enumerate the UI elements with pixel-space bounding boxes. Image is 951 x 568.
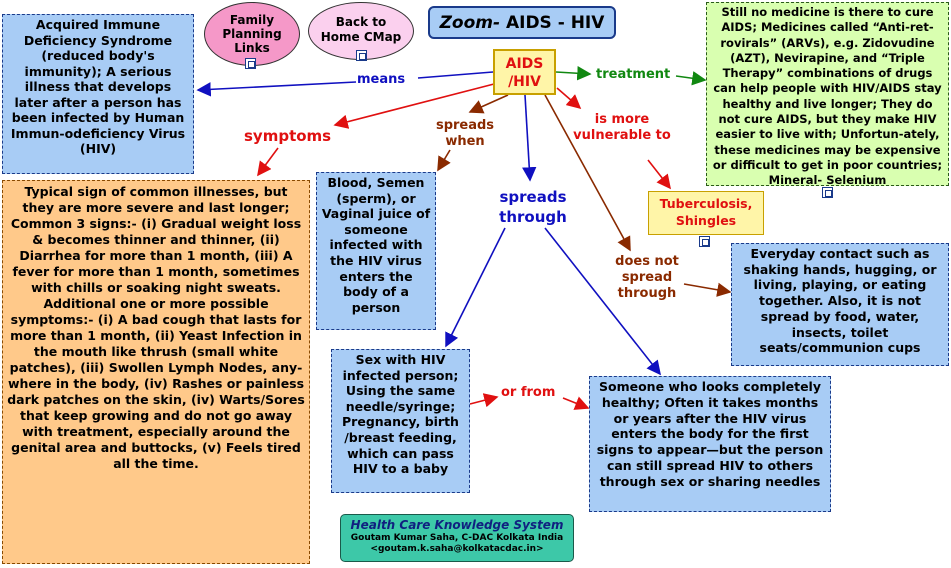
page-title: Zoom- AIDS - HIV <box>428 6 616 39</box>
fluids-text: Blood, Semen (sperm), or Vaginal juice o… <box>321 175 431 315</box>
back-home-link-icon[interactable] <box>356 50 367 61</box>
link-label-vulnerable: is more vulnerable to <box>572 112 672 144</box>
back-home-label: Back to Home CMap <box>320 15 402 44</box>
family-planning-label: Family Planning Links <box>222 13 282 55</box>
definition-node: Acquired Immune Deficiency Syndrome (red… <box>2 14 194 174</box>
everyday-contact-node: Everyday contact such as shaking hands, … <box>731 243 949 366</box>
family-planning-link-icon[interactable] <box>245 58 256 69</box>
link-label-spreads-through: spreads through <box>493 187 573 227</box>
someone-text: Someone who looks completely healthy; Of… <box>596 379 824 489</box>
title-rest: AIDS - HIV <box>500 13 605 33</box>
tb-text: Tuberculosis, Shingles <box>659 196 753 228</box>
center-node-aids-hiv: AIDS /HIV <box>493 49 556 95</box>
tuberculosis-node: Tuberculosis, Shingles <box>648 191 764 235</box>
center-label: AIDS /HIV <box>505 56 544 90</box>
link-label-or-from: or from <box>501 385 556 400</box>
footer-title: Health Care Knowledge System <box>350 518 564 532</box>
body-fluids-node: Blood, Semen (sperm), or Vaginal juice o… <box>316 172 436 330</box>
tb-link-icon[interactable] <box>699 236 710 247</box>
symptoms-node: Typical sign of common illnesses, but th… <box>2 180 310 564</box>
footer-credit: Health Care Knowledge System Goutam Kuma… <box>340 514 574 562</box>
not-spread-text: does not spread through <box>615 254 679 301</box>
link-label-treatment: treatment <box>596 67 671 82</box>
title-zoom: Zoom- <box>439 13 501 33</box>
family-planning-link-button[interactable]: Family Planning Links <box>204 2 300 66</box>
everyday-text: Everyday contact such as shaking hands, … <box>743 246 937 356</box>
link-label-spreads-when: spreads when <box>430 118 500 150</box>
footer-email: <goutam.k.saha@kolkatacdac.in> <box>370 544 544 554</box>
sex-text: Sex with HIV infected person; Using the … <box>342 352 459 477</box>
link-label-symptoms: symptoms <box>244 127 332 145</box>
treatment-node: Still no medicine is there to cure AIDS;… <box>706 2 949 188</box>
link-label-means: means <box>357 72 406 87</box>
vulnerable-text: is more vulnerable to <box>573 112 671 143</box>
spreads-when-text: spreads when <box>435 118 495 149</box>
transmission-ways-node: Sex with HIV infected person; Using the … <box>331 349 470 493</box>
definition-text: Acquired Immune Deficiency Syndrome (red… <box>10 17 186 156</box>
footer-author: Goutam Kumar Saha, C-DAC Kolkata India <box>350 533 564 543</box>
symptoms-text: Typical sign of common illnesses, but th… <box>7 184 305 471</box>
spreads-through-text: spreads through <box>499 188 567 226</box>
link-label-not-spread: does not spread through <box>609 254 685 302</box>
treatment-link-icon[interactable] <box>822 187 833 198</box>
healthy-looking-node: Someone who looks completely healthy; Of… <box>589 376 831 512</box>
treatment-text: Still no medicine is there to cure AIDS;… <box>712 5 943 188</box>
